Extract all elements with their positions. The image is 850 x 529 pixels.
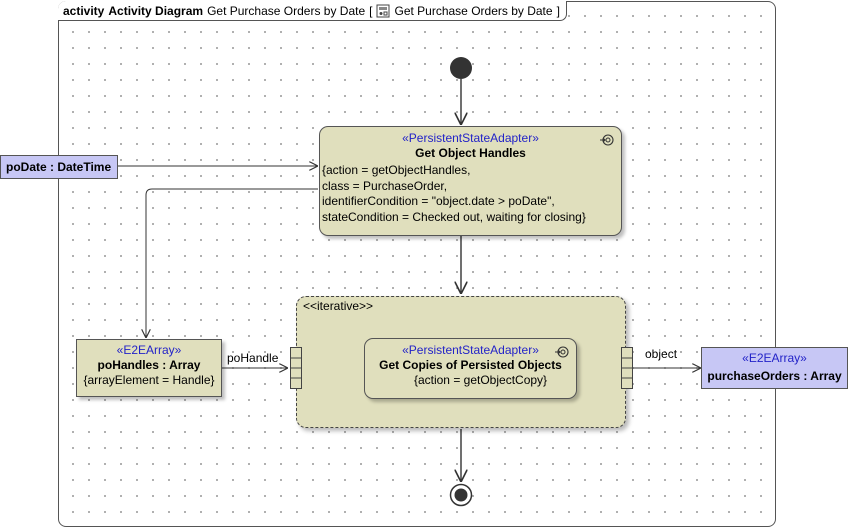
frame-diagram-type: Activity Diagram [108,3,204,18]
subactivity-icon [600,134,614,146]
initial-node[interactable] [450,57,472,79]
action-get-handles-line-3: identifierCondition = "object.date > poD… [322,194,555,208]
input-expansion-node[interactable] [290,347,302,389]
frame-bracket-close: ] [556,3,560,18]
param-purchase-orders-stereotype: «E2EArray» [742,351,807,365]
action-get-copies-title: Get Copies of Persisted Objects [379,358,562,372]
param-purchase-orders[interactable]: «E2EArray» purchaseOrders : Array [701,347,848,389]
action-get-copies-line: {action = getObjectCopy} [413,373,548,387]
frame-name: Get Purchase Orders by Date [207,3,366,18]
frame-header: activity Activity Diagram Get Purchase O… [58,1,567,21]
object-po-handles-stereotype: «E2EArray» [116,343,182,357]
subactivity-icon-copies [555,346,569,358]
frame-bracket-open: [ [369,3,373,18]
action-get-object-handles[interactable]: «PersistentStateAdapter» Get Object Hand… [319,126,622,236]
action-get-handles-line-2: class = PurchaseOrder, [322,178,448,193]
diagram-frame [58,1,776,527]
diagram-icon [376,4,390,17]
object-po-handles-tag: {arrayElement = Handle} [83,373,215,387]
object-po-handles[interactable]: «E2EArray» poHandles : Array {arrayEleme… [76,339,222,397]
action-get-handles-line-1: {action = getObjectHandles, [322,163,471,177]
object-po-handles-name: poHandles : Array [97,358,201,372]
action-get-copies[interactable]: «PersistentStateAdapter» Get Copies of P… [364,338,577,399]
param-po-date-label: poDate : DateTime [6,160,112,174]
action-get-handles-title: Get Object Handles [415,146,526,160]
param-purchase-orders-name: purchaseOrders : Array [707,369,842,383]
edge-label-po-handle: poHandle [227,351,279,365]
region-label: <<iterative>> [303,299,374,313]
param-po-date[interactable]: poDate : DateTime [0,155,118,179]
activity-final-node[interactable] [449,483,473,507]
action-get-handles-line-4: stateCondition = Checked out, waiting fo… [322,209,586,224]
edge-label-object: object [645,347,678,361]
frame-bracket-name: Get Purchase Orders by Date [394,3,553,18]
action-get-handles-stereotype: «PersistentStateAdapter» [402,131,539,145]
action-get-copies-stereotype: «PersistentStateAdapter» [402,343,539,357]
edge-handles-to-pohandles[interactable] [146,188,318,338]
output-expansion-node[interactable] [621,347,633,389]
frame-kind: activity [63,3,105,18]
